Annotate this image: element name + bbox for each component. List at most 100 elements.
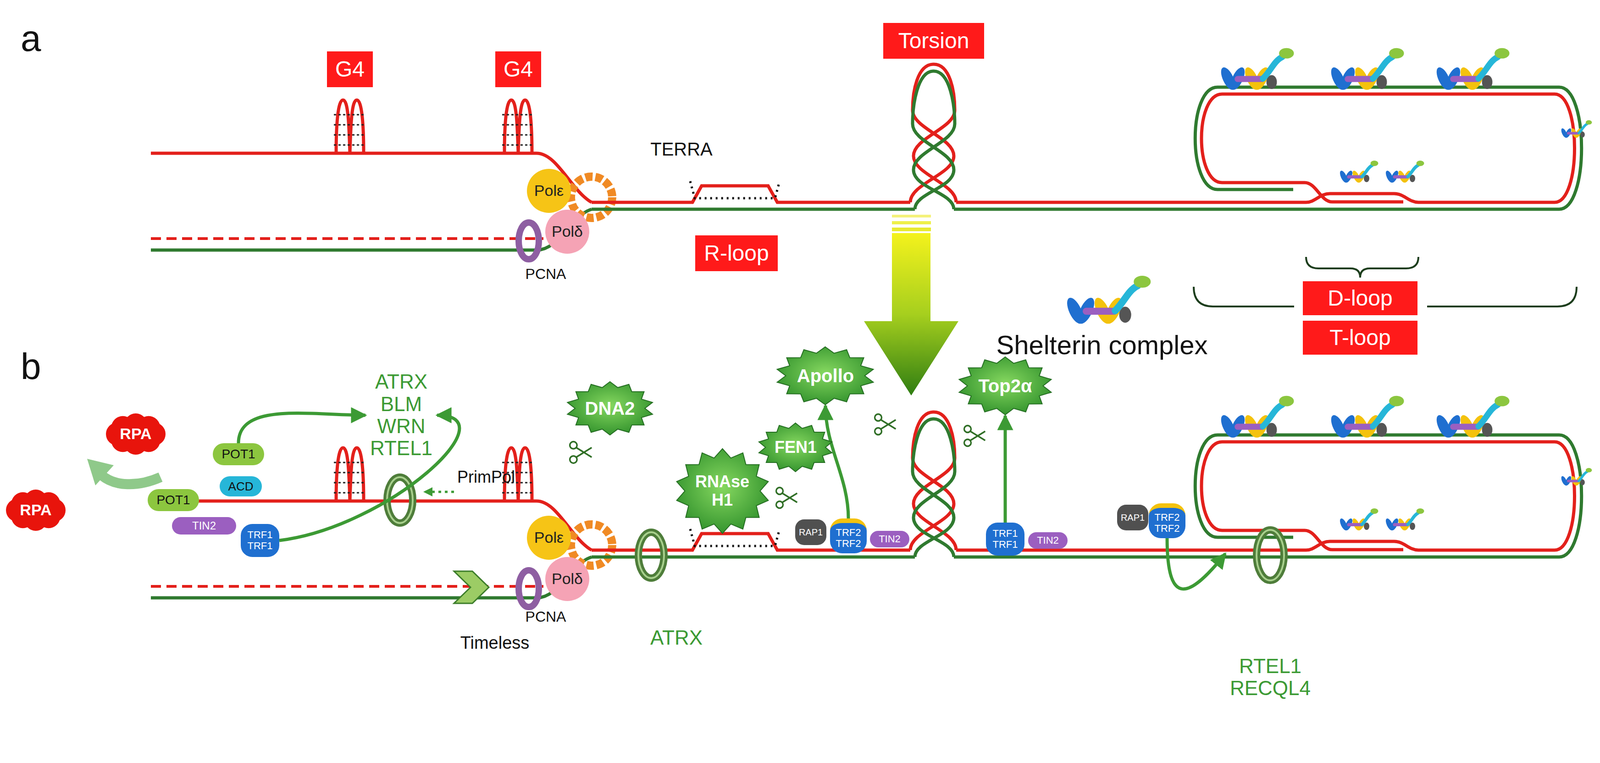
helicase-ring-shine (638, 531, 665, 578)
node-text: Polδ (551, 570, 583, 587)
node-text: TIN2 (192, 519, 216, 532)
enzyme-star: Apollo (775, 345, 876, 406)
star-shape (567, 381, 653, 435)
protein-label: PCNA (525, 265, 567, 283)
node-text: RPA (19, 501, 52, 519)
node-text: TRF2 TRF2 (1154, 511, 1180, 534)
node-text: TRF2 TRF2 (835, 526, 862, 549)
rpa-protein: RPA (5, 489, 66, 531)
node-text: RPA (119, 425, 152, 443)
node-text: POT1 (221, 447, 255, 462)
node-text: Polε (534, 528, 564, 546)
node-text: RNAse H1 (695, 472, 750, 509)
node-text: RTEL1 RECQL4 (1229, 654, 1311, 700)
recruitment-arrow (238, 413, 366, 443)
polymerase: Polε (526, 515, 571, 560)
rna-label: TERRA (650, 138, 713, 160)
pot1-protein: POT1 (147, 488, 200, 511)
protein-label: PCNA (525, 608, 567, 625)
node-text: POT1 (156, 492, 190, 508)
trf-dimer: TRF2 TRF2 (1148, 503, 1186, 538)
recruitment-arrow (825, 405, 849, 519)
structure-tag: T-loop (1302, 320, 1418, 355)
helicase-ring: RTEL1 RECQL4 (1225, 522, 1316, 704)
panel-letter: a (20, 18, 42, 59)
arrow-bar (891, 227, 931, 232)
polymerase: Polδ (545, 556, 590, 601)
node-text: TIN2 (1036, 534, 1059, 546)
panel-letter: b (20, 346, 42, 387)
star-shape (959, 356, 1052, 415)
node-text: Polε (534, 182, 564, 200)
rpa-protein: RPA (105, 413, 166, 455)
node-text: R-loop (703, 241, 769, 266)
node-text: TIN2 (878, 533, 901, 545)
polymerase: Polε (526, 168, 571, 213)
tin2-protein: TIN2 (171, 516, 237, 535)
protein-label: Timeless (460, 633, 530, 653)
star-shape (758, 422, 832, 472)
acd-protein: ACD (219, 476, 262, 497)
node-text: Apollo (797, 365, 854, 386)
node-text: RAP1 (798, 526, 823, 538)
structure-tag: G4 (495, 51, 542, 88)
node-text: Polδ (551, 222, 583, 240)
node-text: TRF1 TRF1 (247, 529, 273, 552)
enzyme-star: RNAse H1 (674, 447, 771, 534)
node-text: G4 (503, 57, 533, 82)
recruitment-arrow (1003, 415, 1008, 523)
node-text: ACD (228, 479, 254, 493)
scissors-icon (776, 487, 798, 509)
trf-dimer: TRF1 TRF1 (240, 523, 280, 557)
displacement-arrow (101, 475, 161, 484)
scissors-icon (964, 425, 986, 447)
structure-tag: G4 (326, 51, 373, 88)
node-text: Top2α (978, 375, 1032, 396)
node-text: RAP1 (1120, 512, 1145, 523)
node-text: ATRX BLM WRN RTEL1 (370, 370, 433, 460)
enzyme-star: FEN1 (757, 421, 834, 473)
node-text: T-loop (1329, 325, 1391, 350)
legend-label: Shelterin complex (996, 330, 1208, 360)
ring-shape (1256, 529, 1285, 581)
ring-shine (1256, 529, 1285, 581)
pot1-protein: POT1 (212, 442, 265, 466)
helicase-ring (638, 531, 665, 578)
helicase-list: ATRX BLM WRN RTEL1 (365, 368, 438, 462)
scissors-icon (570, 441, 593, 464)
displacement-arrowhead (87, 458, 114, 486)
structure-tag: D-loop (1302, 281, 1418, 316)
helicase-label: ATRX (650, 626, 703, 649)
telomere-dna (150, 395, 1592, 607)
protein-label: PrimPol (457, 467, 515, 487)
transition-arrow (863, 232, 959, 396)
structure-tag: Torsion (883, 22, 985, 59)
bracket (1306, 256, 1419, 278)
node-text: D-loop (1327, 286, 1393, 311)
tin2-protein: TIN2 (869, 530, 910, 548)
trf-dimer: TRF2 TRF2 (830, 518, 867, 554)
rap1-protein: RAP1 (1117, 504, 1149, 531)
recruit-arrow (424, 490, 454, 493)
enzyme-star: Top2α (957, 355, 1054, 416)
tin2-protein: TIN2 (1028, 531, 1068, 549)
trf-dimer: TRF1 TRF1 (985, 522, 1025, 556)
scissors-icon (874, 414, 897, 435)
node-text: G4 (335, 57, 365, 82)
node-text: DNA2 (585, 398, 636, 419)
recruitment-arrow (279, 415, 460, 541)
structure-tag: R-loop (695, 235, 778, 272)
node-text: FEN1 (774, 437, 817, 457)
node-text: TRF1 TRF1 (992, 527, 1019, 550)
timeless-chevron (453, 570, 489, 604)
arrow-bar (891, 214, 931, 218)
telomere-dna (150, 48, 1592, 260)
rap1-protein: RAP1 (795, 519, 827, 545)
star-shape (676, 448, 769, 533)
arrow-bar (891, 221, 931, 225)
recruitment-arrow (1167, 537, 1226, 589)
star-shape (777, 346, 874, 405)
node-text: Torsion (898, 28, 970, 54)
polymerase: Polδ (545, 209, 590, 254)
